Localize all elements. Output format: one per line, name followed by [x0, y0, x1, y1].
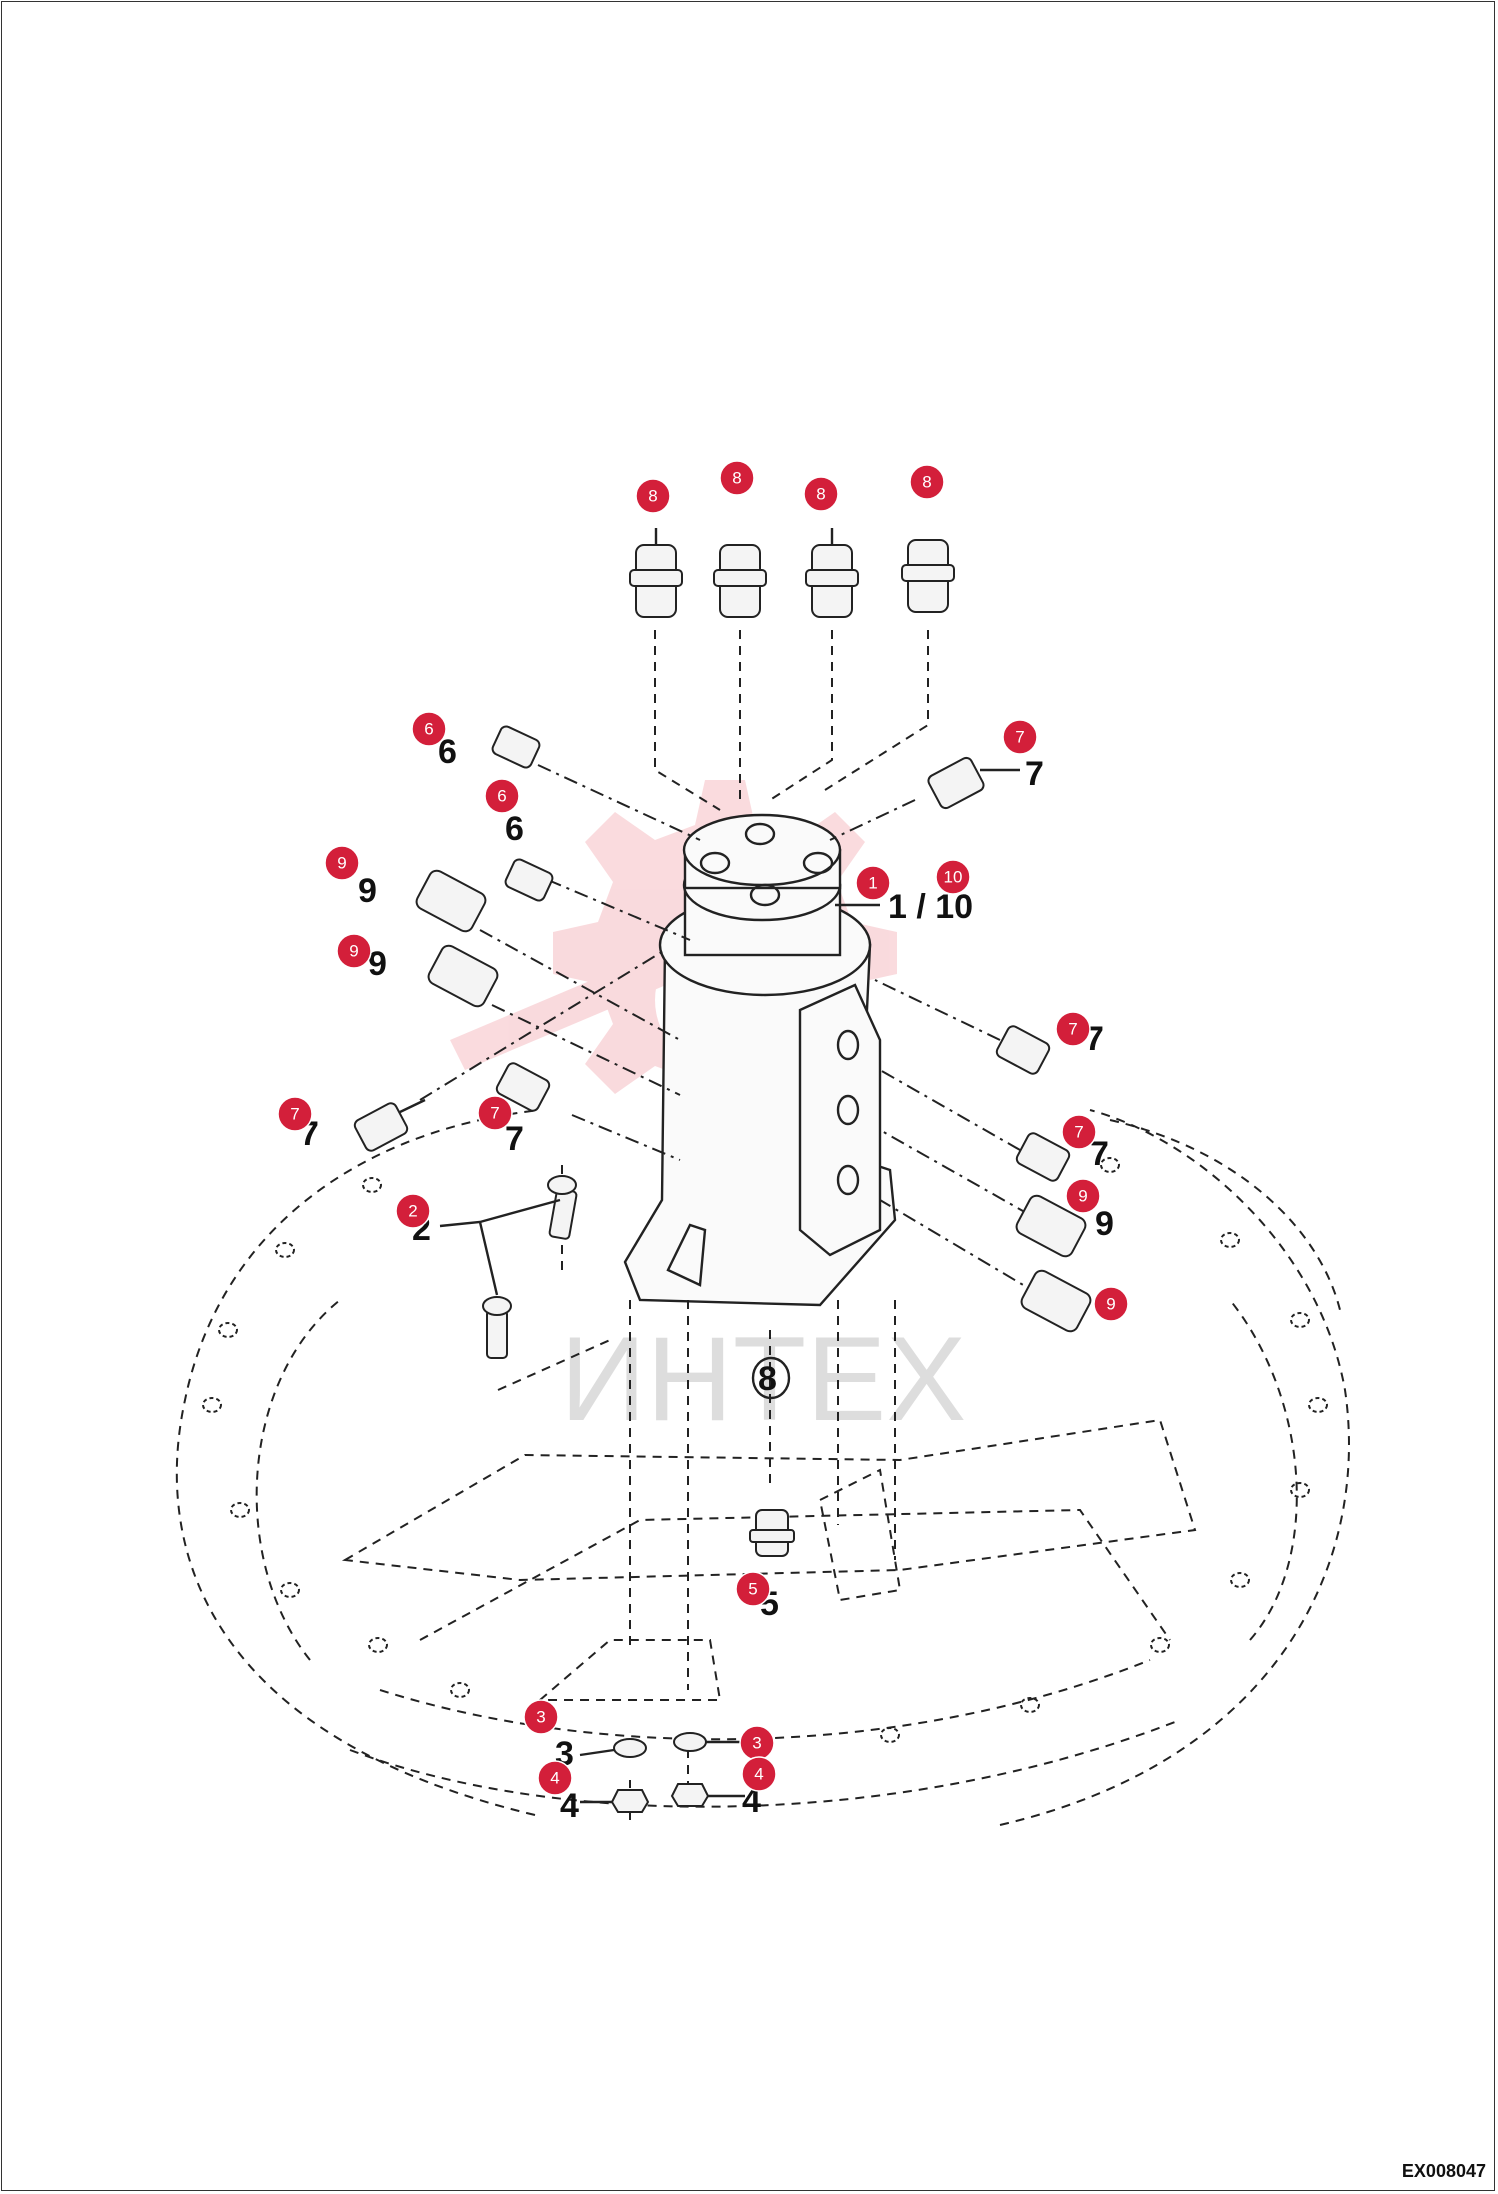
fitting-7a — [495, 1062, 551, 1112]
svg-text:3: 3 — [752, 1734, 761, 1753]
svg-text:5: 5 — [748, 1580, 757, 1599]
fitting-9c — [1015, 1194, 1087, 1258]
callout-markers: 8 8 8 8 6 6 7 9 1 10 9 7 7 7 7 9 2 9 5 3… — [277, 460, 1129, 1796]
svg-text:7: 7 — [490, 1104, 499, 1123]
callout-7a: 7 — [1002, 719, 1038, 755]
label-9a: 9 — [358, 872, 377, 910]
callout-2: 2 — [395, 1193, 431, 1229]
callout-5: 5 — [735, 1571, 771, 1607]
label-6b: 6 — [505, 810, 524, 848]
callout-7b: 7 — [1055, 1011, 1091, 1047]
callout-4a: 4 — [537, 1760, 573, 1796]
parts-3-4-washers-nuts — [579, 1732, 745, 1813]
fitting-9d — [1020, 1269, 1092, 1333]
assembly-lines — [419, 630, 1041, 1820]
callout-7c: 7 — [477, 1095, 513, 1131]
svg-text:2: 2 — [408, 1202, 417, 1221]
fitting-8d — [901, 539, 955, 613]
fitting-8c — [805, 528, 859, 618]
callout-9c: 9 — [1065, 1178, 1101, 1214]
svg-text:6: 6 — [497, 787, 506, 806]
part-2-bolts — [439, 1175, 578, 1359]
callout-8d: 8 — [909, 464, 945, 500]
callout-6b: 6 — [484, 778, 520, 814]
part-8-fittings — [629, 528, 955, 618]
svg-text:3: 3 — [536, 1708, 545, 1727]
svg-text:9: 9 — [1106, 1295, 1115, 1314]
svg-text:9: 9 — [337, 854, 346, 873]
fitting-7e — [1015, 1132, 1071, 1182]
fitting-8b — [713, 544, 767, 618]
svg-text:7: 7 — [1015, 728, 1024, 747]
svg-text:8: 8 — [816, 485, 825, 504]
callout-3b: 3 — [739, 1725, 775, 1761]
callout-9d: 9 — [1093, 1286, 1129, 1322]
label-1-10: 1 / 10 — [888, 888, 973, 926]
label-8-center: 8 — [758, 1360, 777, 1398]
label-4a: 4 — [560, 1787, 579, 1825]
svg-text:9: 9 — [349, 942, 358, 961]
fitting-7c — [927, 756, 1020, 810]
svg-text:7: 7 — [1068, 1020, 1077, 1039]
fitting-8a — [629, 528, 683, 618]
label-6a: 6 — [438, 733, 457, 771]
drawing-code: EX008047 — [1401, 2161, 1486, 2181]
label-7c: 7 — [1025, 755, 1044, 793]
svg-text:1: 1 — [868, 874, 877, 893]
side-fittings — [353, 725, 1092, 1333]
label-9c: 9 — [1095, 1205, 1114, 1243]
callout-8a: 8 — [635, 478, 671, 514]
fitting-6b — [504, 858, 554, 902]
center-joint-body — [623, 813, 897, 1307]
fitting-9b — [427, 944, 499, 1008]
bolt-holes — [202, 1157, 1328, 1743]
svg-text:9: 9 — [1078, 1187, 1087, 1206]
fitting-7d — [995, 1025, 1051, 1075]
callout-3a: 3 — [523, 1699, 559, 1735]
callout-6a: 6 — [411, 711, 447, 747]
svg-text:4: 4 — [550, 1769, 559, 1788]
callout-9b: 9 — [336, 933, 372, 969]
svg-text:7: 7 — [290, 1105, 299, 1124]
callout-7e: 7 — [1061, 1114, 1097, 1150]
svg-text:8: 8 — [732, 469, 741, 488]
callout-9a: 9 — [324, 845, 360, 881]
fitting-6a — [491, 725, 541, 769]
label-7e: 7 — [1090, 1135, 1109, 1173]
watermark-text: ИНТЕХ — [560, 1312, 966, 1446]
fitting-7b — [353, 1098, 426, 1152]
callout-7d: 7 — [277, 1096, 313, 1132]
slewing-ring-frame — [175, 1109, 1350, 1826]
part-5-plug — [749, 1509, 795, 1557]
label-7a: 7 — [505, 1120, 524, 1158]
callout-8c: 8 — [803, 476, 839, 512]
svg-text:4: 4 — [754, 1765, 763, 1784]
label-9b: 9 — [368, 945, 387, 983]
callout-4b: 4 — [741, 1756, 777, 1792]
fitting-9a — [415, 869, 487, 933]
callout-1: 1 — [855, 865, 891, 901]
callout-8b: 8 — [719, 460, 755, 496]
callout-10: 10 — [935, 859, 971, 895]
svg-text:7: 7 — [1074, 1123, 1083, 1142]
svg-text:8: 8 — [922, 473, 931, 492]
svg-text:6: 6 — [424, 720, 433, 739]
svg-text:8: 8 — [648, 487, 657, 506]
svg-text:10: 10 — [944, 868, 963, 887]
